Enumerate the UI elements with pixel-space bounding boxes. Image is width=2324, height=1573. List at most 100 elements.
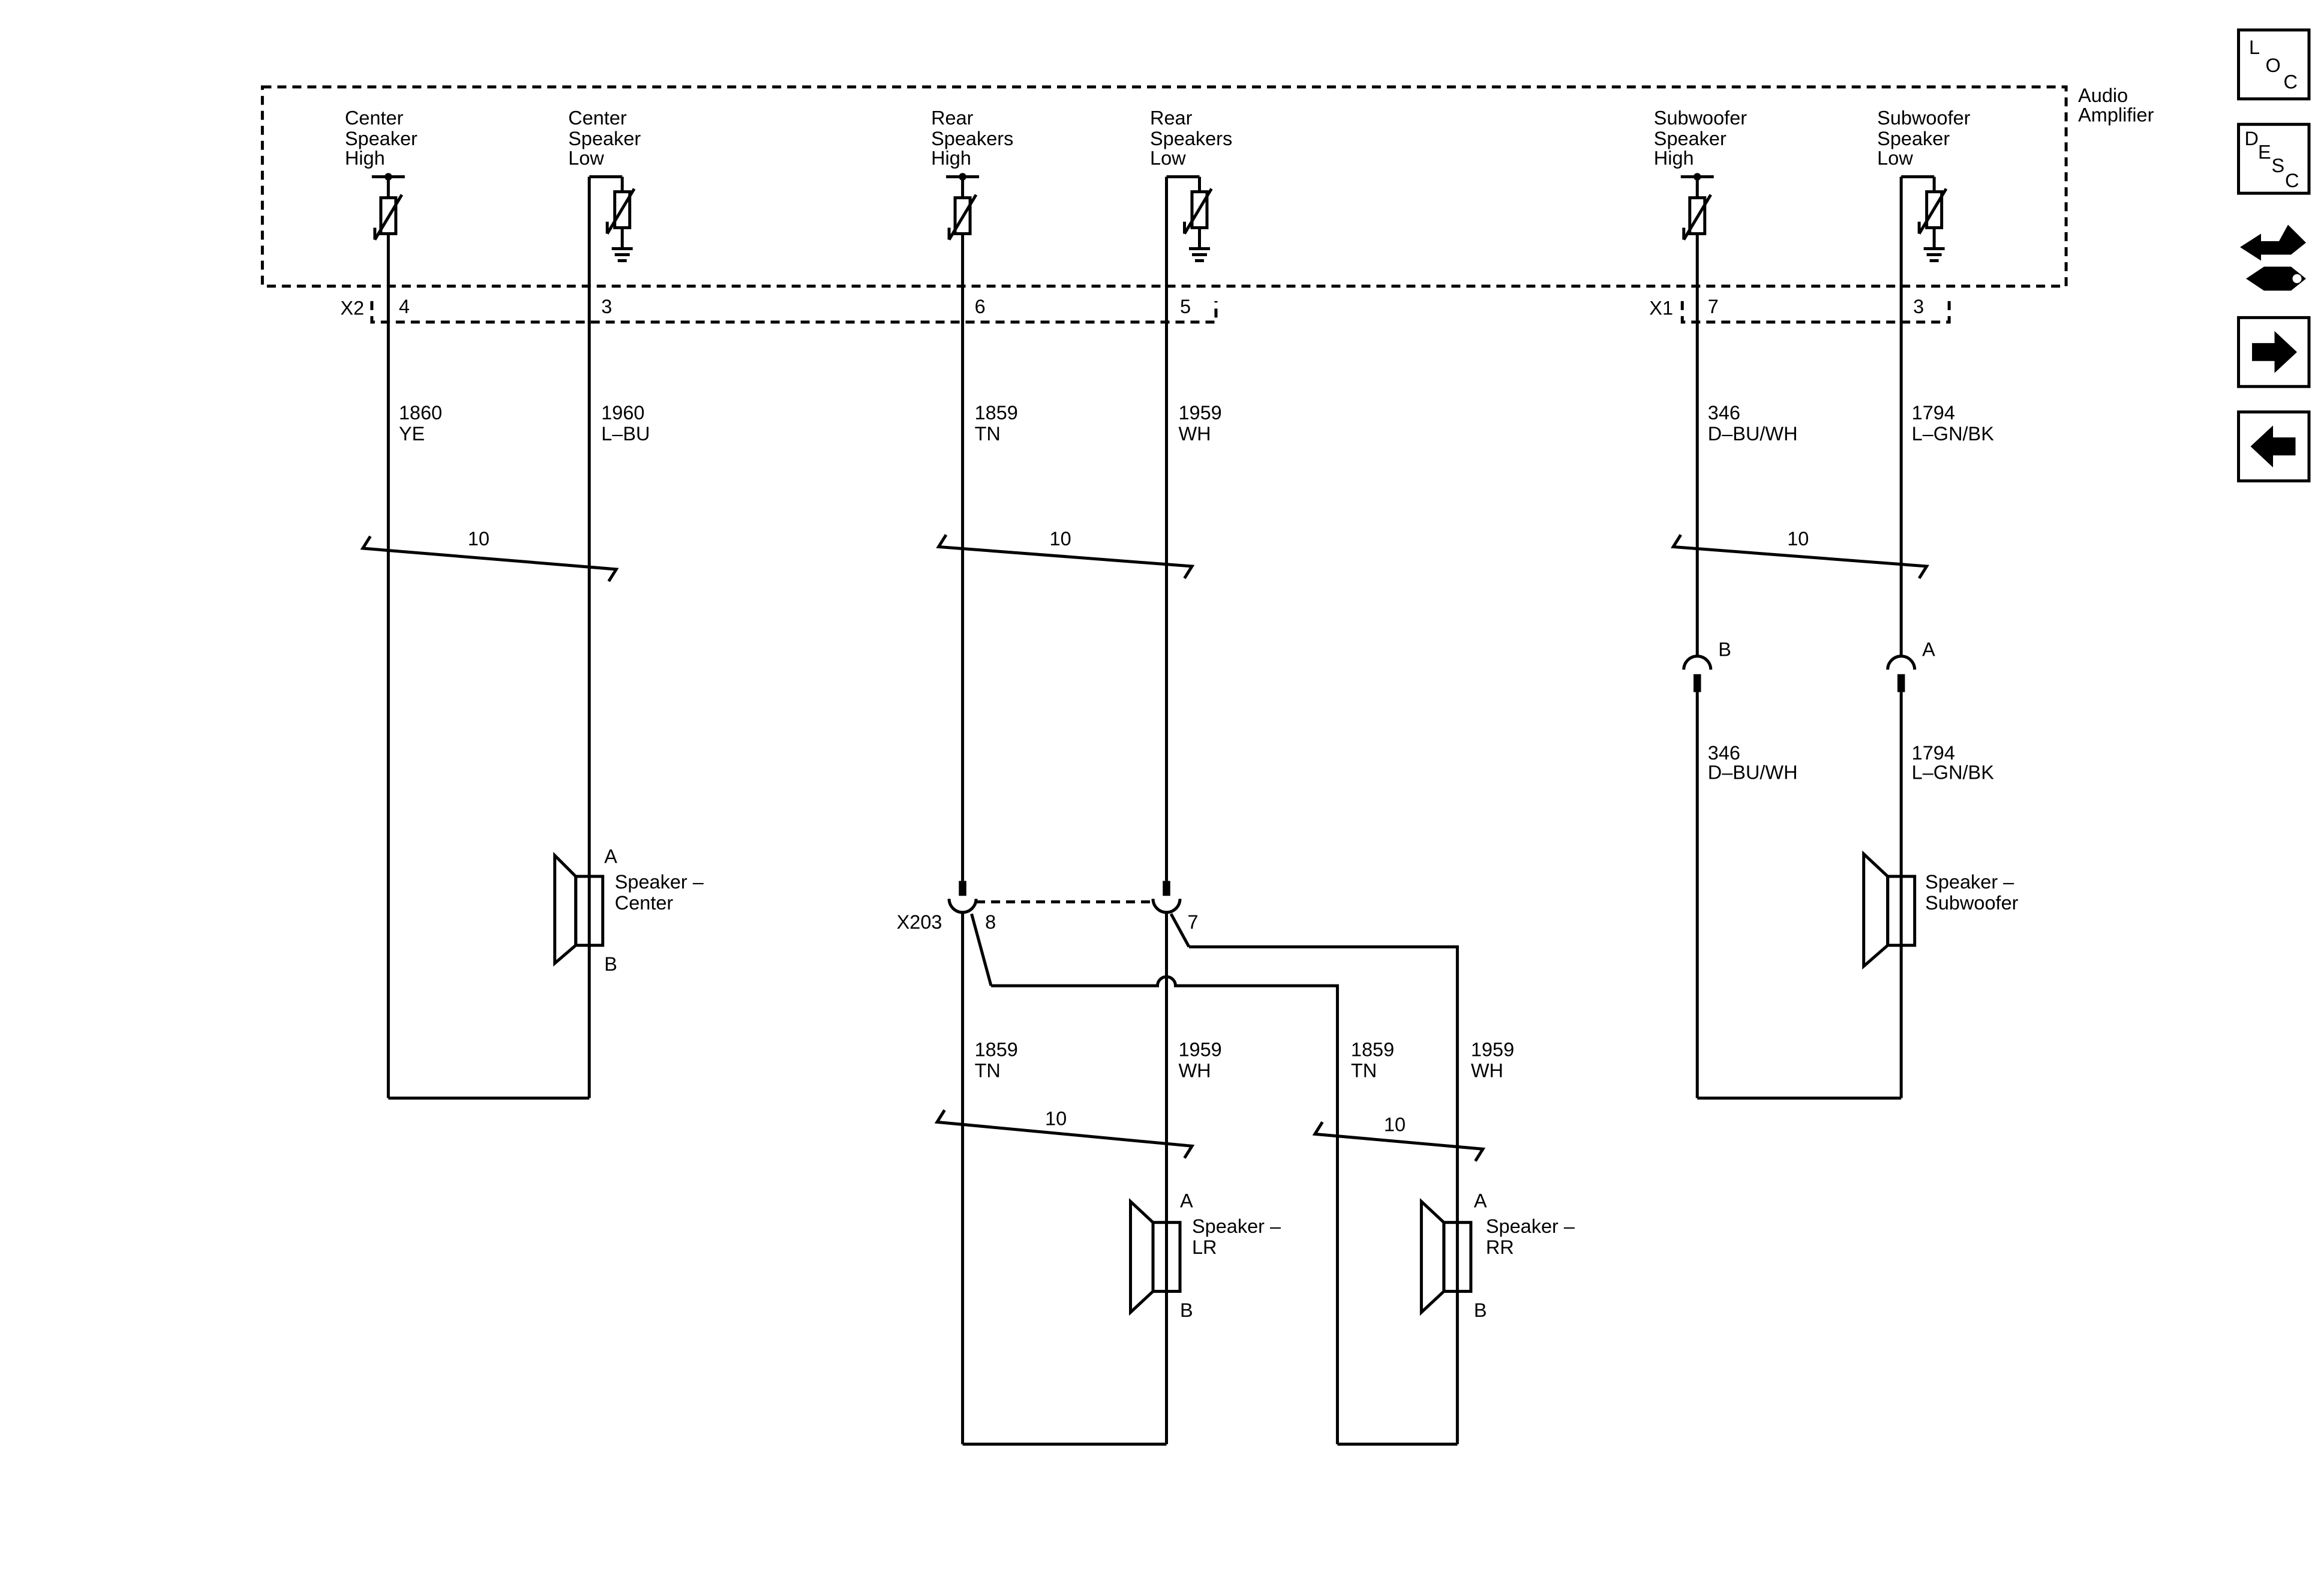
pin-label-line: High (1654, 148, 1694, 169)
pin-label-sub-low: Subwoofer Speaker Low (1877, 107, 1970, 169)
pin-label-line: High (931, 148, 971, 169)
wire-color-label: WH (1178, 1059, 1211, 1081)
wire-1959-lr-label: 1959 WH (1178, 1038, 1221, 1081)
desc-letter: E (2258, 142, 2271, 163)
wire-circuit-label: 1959 (1471, 1038, 1514, 1060)
pin-label-sub-high: Subwoofer Speaker High (1654, 107, 1747, 169)
amplifier-boundary (260, 85, 2068, 288)
internal-resistor-sub-high (1680, 173, 1714, 241)
wire-circuit-label: 1860 (399, 402, 442, 424)
wire-color-label: TN (975, 423, 1001, 445)
connector-x203-label: X203 (897, 911, 942, 933)
wire-color-label: WH (1471, 1059, 1503, 1081)
speaker-label: RR (1486, 1236, 1514, 1258)
pin-label-line: Speakers (1150, 128, 1232, 149)
twisted-pair-lr: 10 (934, 1107, 1195, 1159)
wire-circuit-label: 1859 (975, 402, 1018, 424)
connector-x203-pin-7: 7 (1187, 911, 1198, 933)
amplifier-label-line1: Audio (2078, 85, 2128, 106)
wire-color-label: TN (1351, 1059, 1377, 1081)
previous-page-button[interactable] (2237, 410, 2311, 483)
connector-x2-label: X2 (340, 297, 364, 319)
audio-amplifier: Audio Amplifier (260, 85, 2154, 288)
wire-color-label: YE (399, 423, 425, 445)
wire-1959: 1959 WH (1164, 176, 1222, 881)
inline-connector-sub: B A (1682, 639, 1935, 692)
pin-label-line: Center (345, 107, 404, 128)
loc-button[interactable]: L O C (2237, 28, 2311, 101)
wire-circuit-label: 1960 (601, 402, 644, 424)
twisted-pair-label: 10 (1050, 528, 1071, 550)
pin-label-rear-high: Rear Speakers High (931, 107, 1013, 169)
loc-letter: L (2249, 37, 2260, 58)
speaker-label: LR (1192, 1236, 1217, 1258)
speaker-pin-a: A (604, 845, 617, 867)
connector-x203-pin-8: 8 (985, 911, 996, 933)
wire-circuit-label: 1959 (1178, 1038, 1221, 1060)
pin-label-line: Low (1877, 148, 1913, 169)
twisted-pair-rr: 10 (1312, 1113, 1486, 1162)
wire-1960: 1960 L–BU (587, 176, 650, 1098)
inline-connector-pin-a: A (1922, 639, 1935, 661)
pin-label-line: High (345, 148, 385, 169)
connector-x1-pin-7: 7 (1708, 296, 1719, 317)
connector-end-view-icon[interactable] (2240, 224, 2307, 291)
wire-color-label: L–GN/BK (1912, 762, 1995, 784)
connector-x1-pin-3: 3 (1913, 296, 1924, 317)
wire-1859-lr-label: 1859 TN (975, 1038, 1018, 1081)
wire-circuit-label: 1794 (1912, 402, 1955, 424)
desc-letter: S (2272, 155, 2285, 176)
pin-label-line: Speakers (931, 128, 1013, 149)
connector-x2-pin-5: 5 (1180, 296, 1191, 317)
speaker-label: Speaker – (1486, 1215, 1575, 1237)
twisted-pair-label: 10 (1045, 1107, 1067, 1129)
wire-1859-rr-label: 1859 TN (1351, 1038, 1394, 1081)
pin-label-line: Low (568, 148, 604, 169)
speaker-pin-b: B (604, 953, 617, 975)
connector-x2-pin-4: 4 (399, 296, 410, 317)
speaker-label: Speaker – (615, 871, 704, 893)
speaker-label: Subwoofer (1925, 892, 2018, 914)
pin-label-line: Speaker (345, 128, 418, 149)
wire-color-label: D–BU/WH (1708, 423, 1798, 445)
speaker-pin-a: A (1474, 1190, 1487, 1212)
wire-1860: 1860 YE (386, 233, 442, 1098)
internal-resistor-rear-high (946, 173, 980, 241)
loc-letter: C (2284, 71, 2298, 92)
speaker-pin-a: A (1180, 1190, 1193, 1212)
internal-resistor-rear-low (1166, 175, 1213, 263)
speaker-label: Center (615, 892, 674, 914)
speaker-pin-b: B (1474, 1299, 1487, 1321)
pin-label-line: Speaker (568, 128, 641, 149)
desc-button[interactable]: D E S C (2237, 122, 2311, 195)
connector-x203: X203 8 7 (897, 881, 1199, 933)
desc-letter: C (2285, 170, 2299, 191)
desc-letter: D (2245, 128, 2259, 149)
wire-circuit-label: 346 (1708, 742, 1740, 764)
pin-label-line: Subwoofer (1877, 107, 1970, 128)
speaker-rr: A Speaker – RR B (1419, 1190, 1575, 1321)
twisted-pair-label: 10 (468, 528, 490, 550)
speaker-pin-b: B (1180, 1299, 1193, 1321)
pin-label-line: Rear (931, 107, 974, 128)
inline-connector-pin-b: B (1718, 639, 1731, 661)
speaker-center: A Speaker – Center B (553, 845, 704, 975)
pin-label-line: Rear (1150, 107, 1193, 128)
twisted-pair-label: 10 (1787, 528, 1809, 550)
connector-x1: X1 7 3 (1649, 296, 1951, 324)
loc-letter: O (2266, 55, 2281, 76)
wire-346-lower: 346 D–BU/WH (1695, 692, 1798, 1098)
twisted-pair-rear: 10 (936, 528, 1195, 580)
wire-1794: 1794 L–GN/BK (1899, 176, 1995, 656)
speaker-subwoofer: Speaker – Subwoofer (1862, 850, 2019, 970)
next-page-button[interactable] (2237, 316, 2311, 388)
wire-circuit-label: 1859 (975, 1038, 1018, 1060)
wire-circuit-label: 1859 (1351, 1038, 1394, 1060)
pin-label-line: Center (568, 107, 627, 128)
twisted-pair-label: 10 (1384, 1113, 1406, 1135)
wire-1859: 1859 TN (961, 233, 1018, 881)
wire-circuit-label: 1794 (1912, 742, 1955, 764)
wire-color-label: L–GN/BK (1912, 423, 1995, 445)
wire-1794-lower: 1794 L–GN/BK (1899, 692, 1995, 1098)
